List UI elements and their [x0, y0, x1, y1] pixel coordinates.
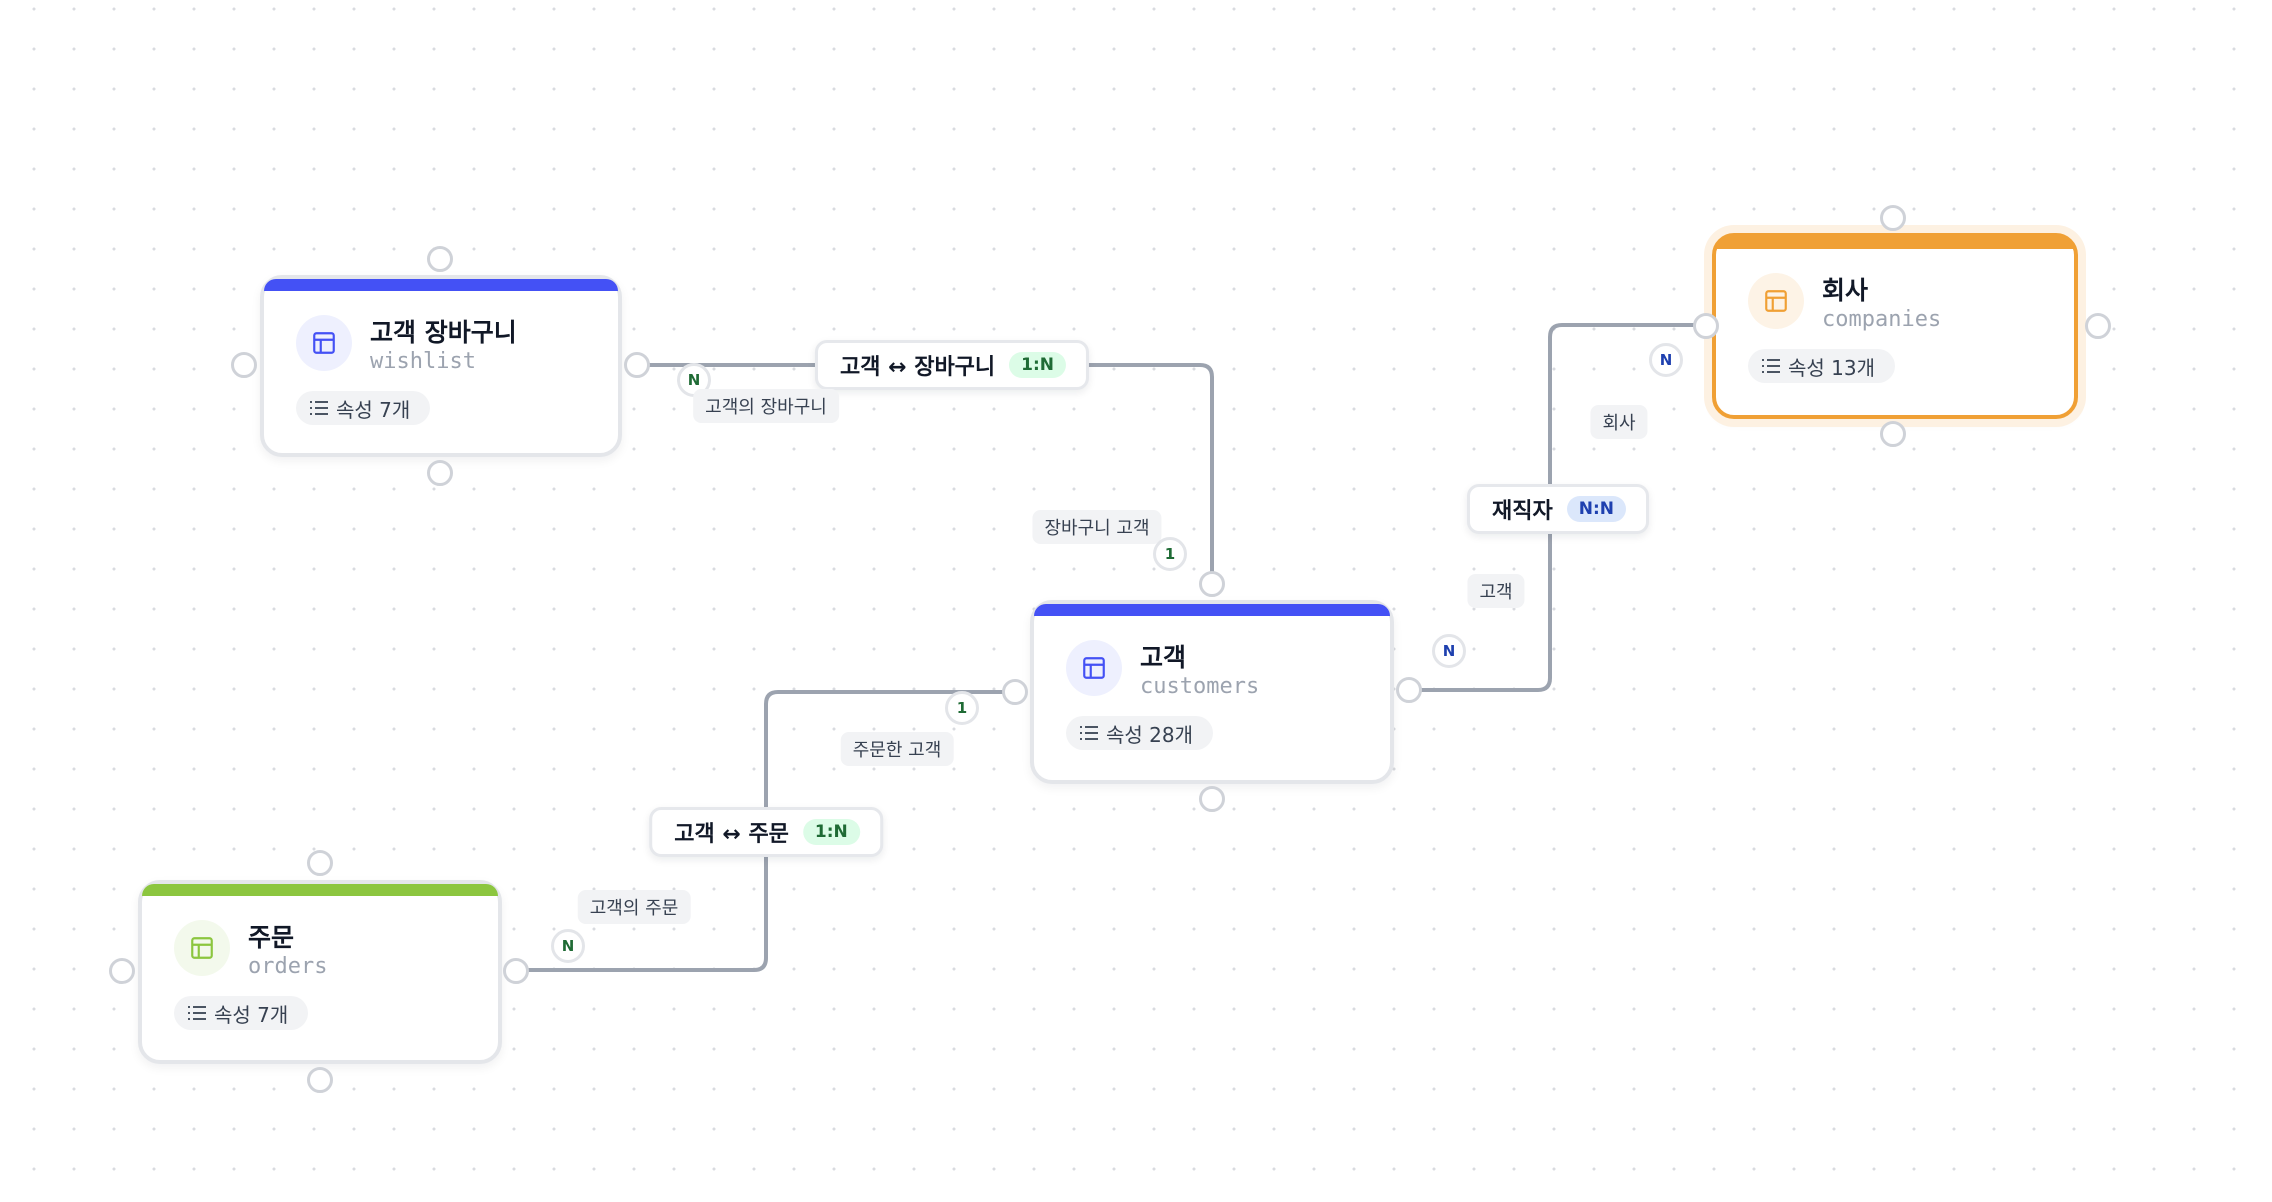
attributes-pill[interactable]: 속성 7개 — [296, 391, 431, 425]
attributes-count: 속성 7개 — [214, 1002, 289, 1027]
node-table-name: wishlist — [370, 349, 476, 374]
handle-wishlist-bottom[interactable] — [427, 460, 453, 486]
attributes-count: 속성 28개 — [1106, 722, 1194, 747]
list-icon — [1762, 359, 1780, 373]
node-accent-bar — [264, 279, 618, 291]
table-icon — [1083, 657, 1105, 679]
handle-orders-top[interactable] — [307, 850, 333, 876]
target-role-tag: 주문한 고객 — [840, 732, 954, 766]
target-cardinality-badge: 1 — [945, 691, 979, 725]
relationship-name: 재직자 — [1492, 499, 1553, 524]
source-cardinality-badge: N — [1432, 634, 1466, 668]
relationship-name: 고객 ↔ 주문 — [674, 822, 789, 847]
edge-customer-wishlist[interactable] — [636, 363, 1214, 584]
entity-node-companies[interactable]: 회사 companies 속성 13개 — [1712, 233, 2078, 419]
node-accent-bar — [1716, 237, 2074, 249]
handle-orders-bottom[interactable] — [307, 1067, 333, 1093]
handle-customers-top[interactable] — [1199, 571, 1225, 597]
entity-node-wishlist[interactable]: 고객 장바구니 wishlist 속성 7개 — [260, 275, 622, 457]
list-icon — [310, 401, 328, 415]
node-table-name: customers — [1140, 674, 1260, 699]
entity-node-orders[interactable]: 주문 orders 속성 7개 — [138, 880, 502, 1064]
target-cardinality-badge: 1 — [1153, 537, 1187, 571]
attributes-pill[interactable]: 속성 28개 — [1066, 716, 1214, 750]
handle-wishlist-top[interactable] — [427, 246, 453, 272]
handle-customers-left[interactable] — [1002, 679, 1028, 705]
target-role-tag: 회사 — [1590, 405, 1648, 439]
list-icon — [1080, 726, 1098, 740]
node-table-name: companies — [1822, 307, 1942, 332]
node-icon-badge — [296, 315, 352, 371]
handle-wishlist-left[interactable] — [231, 352, 257, 378]
relationship-name: 고객 ↔ 장바구니 — [839, 355, 996, 380]
handle-wishlist-right[interactable] — [624, 352, 650, 378]
target-cardinality-badge: N — [1649, 343, 1683, 377]
table-icon — [313, 332, 335, 354]
handle-companies-left[interactable] — [1693, 313, 1719, 339]
table-icon — [191, 937, 213, 959]
handle-companies-right[interactable] — [2085, 313, 2111, 339]
cardinality-badge: 1:N — [1009, 352, 1067, 378]
source-role-tag: 고객의 주문 — [577, 890, 691, 924]
list-icon — [188, 1006, 206, 1020]
table-icon — [1765, 290, 1787, 312]
edge-label-customer-companies[interactable]: 재직자 N:N — [1467, 484, 1649, 534]
node-title: 고객 — [1140, 643, 1187, 672]
node-title: 고객 장바구니 — [370, 318, 517, 347]
attributes-pill[interactable]: 속성 13개 — [1748, 349, 1896, 383]
edge-label-customer-orders[interactable]: 고객 ↔ 주문 1:N — [649, 807, 883, 857]
node-title: 주문 — [248, 923, 295, 952]
edge-label-customer-wishlist[interactable]: 고객 ↔ 장바구니 1:N — [814, 340, 1090, 390]
node-icon-badge — [1748, 273, 1804, 329]
source-cardinality-badge: N — [551, 929, 585, 963]
cardinality-badge: N:N — [1566, 496, 1626, 522]
target-role-tag: 장바구니 고객 — [1032, 510, 1162, 544]
node-icon-badge — [174, 920, 230, 976]
node-title: 회사 — [1822, 276, 1869, 305]
source-role-tag: 고객 — [1467, 574, 1525, 608]
source-role-tag: 고객의 장바구니 — [693, 389, 839, 423]
handle-companies-bottom[interactable] — [1880, 421, 1906, 447]
handle-orders-left[interactable] — [109, 958, 135, 984]
entity-node-customers[interactable]: 고객 customers 속성 28개 — [1030, 600, 1394, 784]
handle-customers-right[interactable] — [1396, 677, 1422, 703]
attributes-count: 속성 7개 — [336, 397, 411, 422]
cardinality-badge: 1:N — [802, 819, 860, 845]
handle-companies-top[interactable] — [1880, 205, 1906, 231]
handle-orders-right[interactable] — [503, 958, 529, 984]
node-icon-badge — [1066, 640, 1122, 696]
node-accent-bar — [1034, 604, 1390, 616]
attributes-count: 속성 13개 — [1788, 355, 1876, 380]
handle-customers-bottom[interactable] — [1199, 786, 1225, 812]
attributes-pill[interactable]: 속성 7개 — [174, 996, 309, 1030]
node-accent-bar — [142, 884, 498, 896]
node-table-name: orders — [248, 954, 328, 979]
